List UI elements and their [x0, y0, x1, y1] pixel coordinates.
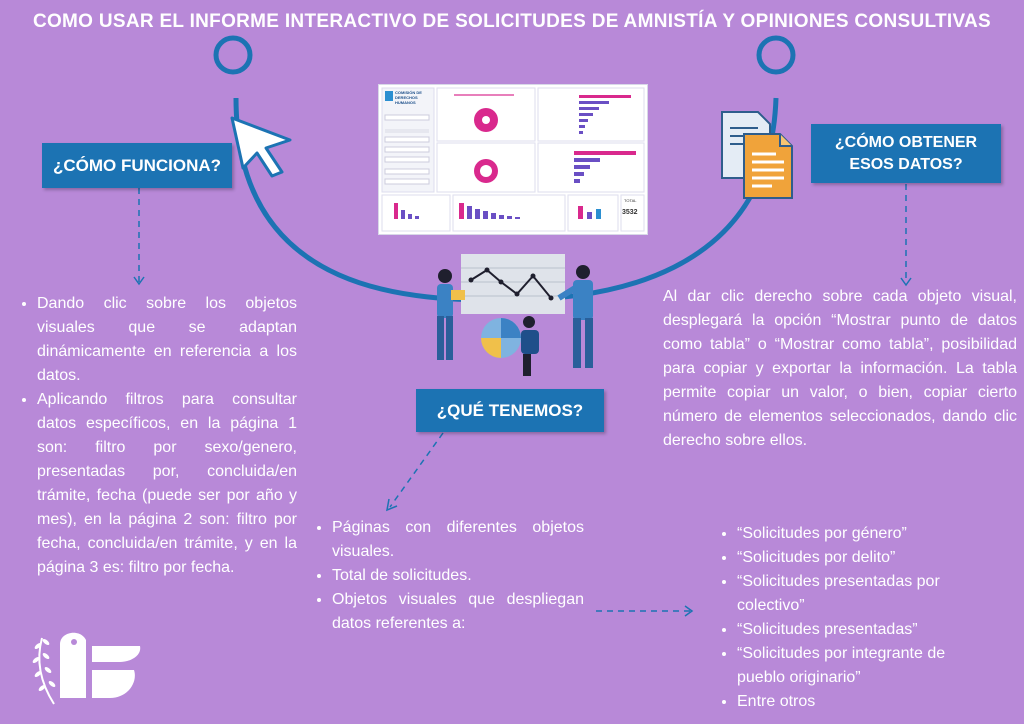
dashboard-logo: COMISIÓN DE DERECHOS HUMANOS [395, 90, 422, 105]
list-item: “Solicitudes por delito” [737, 546, 985, 570]
dashboard-total-value: 3532 [622, 209, 638, 216]
que-tenemos-label: ¿QUÉ TENEMOS? [436, 400, 584, 420]
dashboard-total-label: TOTAL [624, 198, 637, 203]
logo-line: DERECHOS [395, 95, 418, 100]
list-item: Total de solicitudes. [332, 564, 584, 588]
obtener-datos-heading: ¿CÓMO OBTENER ESOS DATOS? [811, 124, 1001, 183]
visuales-list: “Solicitudes por género” “Solicitudes po… [715, 522, 985, 714]
list-item: Aplicando filtros para consultar datos e… [37, 388, 297, 580]
dashboard-preview: COMISIÓN DE DERECHOS HUMANOS TOTAL 3532 [378, 84, 648, 235]
cursor-arrow-icon [230, 116, 292, 178]
list-item: Entre otros [737, 690, 985, 714]
documents-icon [721, 111, 793, 199]
list-item: Objetos visuales que despliegan datos re… [332, 588, 584, 636]
logo-line: HUMANOS [395, 100, 416, 105]
page-title: COMO USAR EL INFORME INTERACTIVO DE SOLI… [32, 11, 992, 32]
list-item: Dando clic sobre los objetos visuales qu… [37, 292, 297, 388]
tenemos-list-block: Páginas con diferentes objetos visuales.… [310, 516, 584, 636]
funciona-list: Dando clic sobre los objetos visuales qu… [15, 292, 297, 580]
que-tenemos-heading: ¿QUÉ TENEMOS? [416, 389, 604, 432]
obtener-paragraph: Al dar clic derecho sobre cada objeto vi… [663, 288, 1017, 449]
como-funciona-label: ¿CÓMO FUNCIONA? [52, 155, 222, 175]
tenemos-list: Páginas con diferentes objetos visuales.… [310, 516, 584, 636]
left-ring [213, 35, 253, 75]
funciona-list-block: Dando clic sobre los objetos visuales qu… [15, 292, 297, 580]
list-item: “Solicitudes por integrante de pueblo or… [737, 642, 985, 690]
people-analyzing-chart-illustration [437, 254, 593, 376]
right-ring [756, 35, 796, 75]
tenemos-connector [389, 432, 444, 508]
visuales-list-block: “Solicitudes por género” “Solicitudes po… [715, 522, 985, 714]
list-item: Páginas con diferentes objetos visuales. [332, 516, 584, 564]
list-item: “Solicitudes presentadas” [737, 618, 985, 642]
bird-logo-icon [32, 632, 141, 705]
como-funciona-heading: ¿CÓMO FUNCIONA? [42, 143, 232, 188]
logo-line: COMISIÓN DE [395, 90, 422, 95]
list-item: “Solicitudes presentadas por colectivo” [737, 570, 985, 618]
dashboard-canvas [379, 85, 647, 234]
obtener-datos-label: ¿CÓMO OBTENER ESOS DATOS? [834, 133, 978, 173]
list-item: “Solicitudes por género” [737, 522, 985, 546]
